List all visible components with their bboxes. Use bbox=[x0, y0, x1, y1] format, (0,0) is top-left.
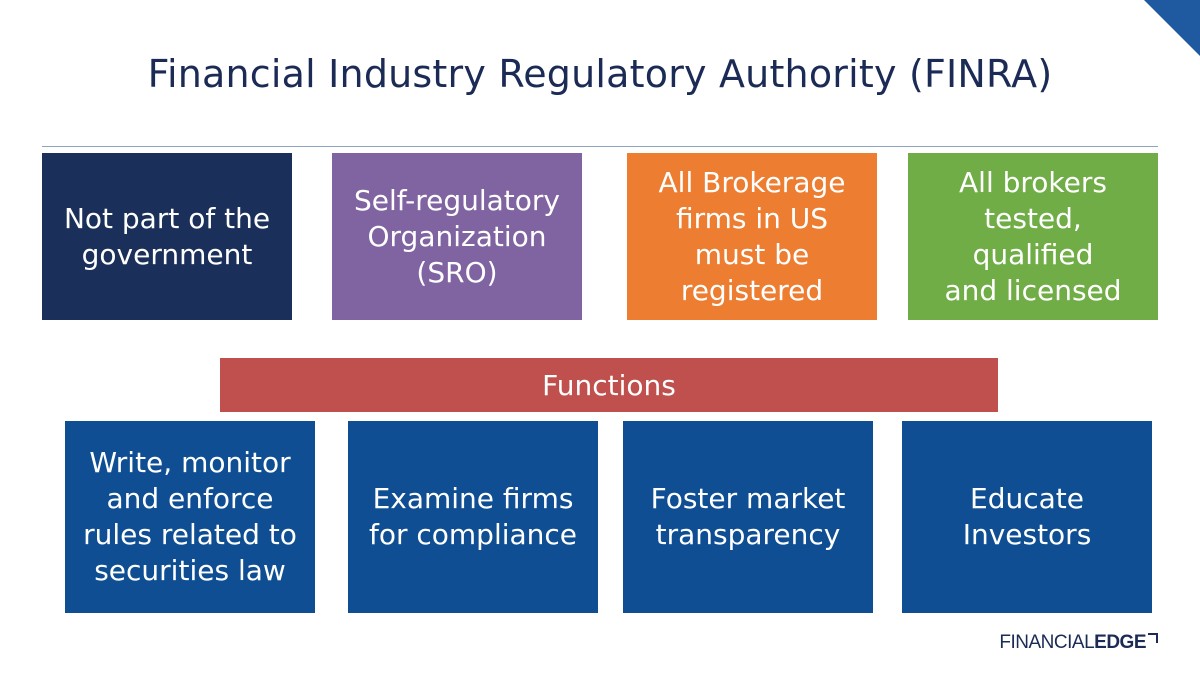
divider-line bbox=[42, 146, 1158, 147]
logo-text-bold: EDGE bbox=[1094, 632, 1146, 653]
box-brokers-licensed: All brokers tested, qualified and licens… bbox=[908, 153, 1158, 320]
box-educate-investors: Educate Investors bbox=[902, 421, 1152, 613]
box-write-monitor-enforce-rules: Write, monitor and enforce rules related… bbox=[65, 421, 315, 613]
box-self-regulatory-organization: Self-regulatory Organization (SRO) bbox=[332, 153, 582, 320]
corner-accent-shape bbox=[1144, 0, 1200, 56]
logo-text-light: FINANCIAL bbox=[999, 632, 1095, 653]
box-brokerage-firms-registered: All Brokerage firms in US must be regist… bbox=[627, 153, 877, 320]
financial-edge-logo: FINANCIAL EDGE bbox=[999, 632, 1158, 654]
box-not-part-of-government: Not part of the government bbox=[42, 153, 292, 320]
logo-corner-mark-icon bbox=[1148, 633, 1158, 643]
box-examine-firms: Examine firms for compliance bbox=[348, 421, 598, 613]
functions-header-bar: Functions bbox=[220, 358, 998, 412]
box-foster-transparency: Foster market transparency bbox=[623, 421, 873, 613]
page-title: Financial Industry Regulatory Authority … bbox=[147, 52, 1053, 96]
